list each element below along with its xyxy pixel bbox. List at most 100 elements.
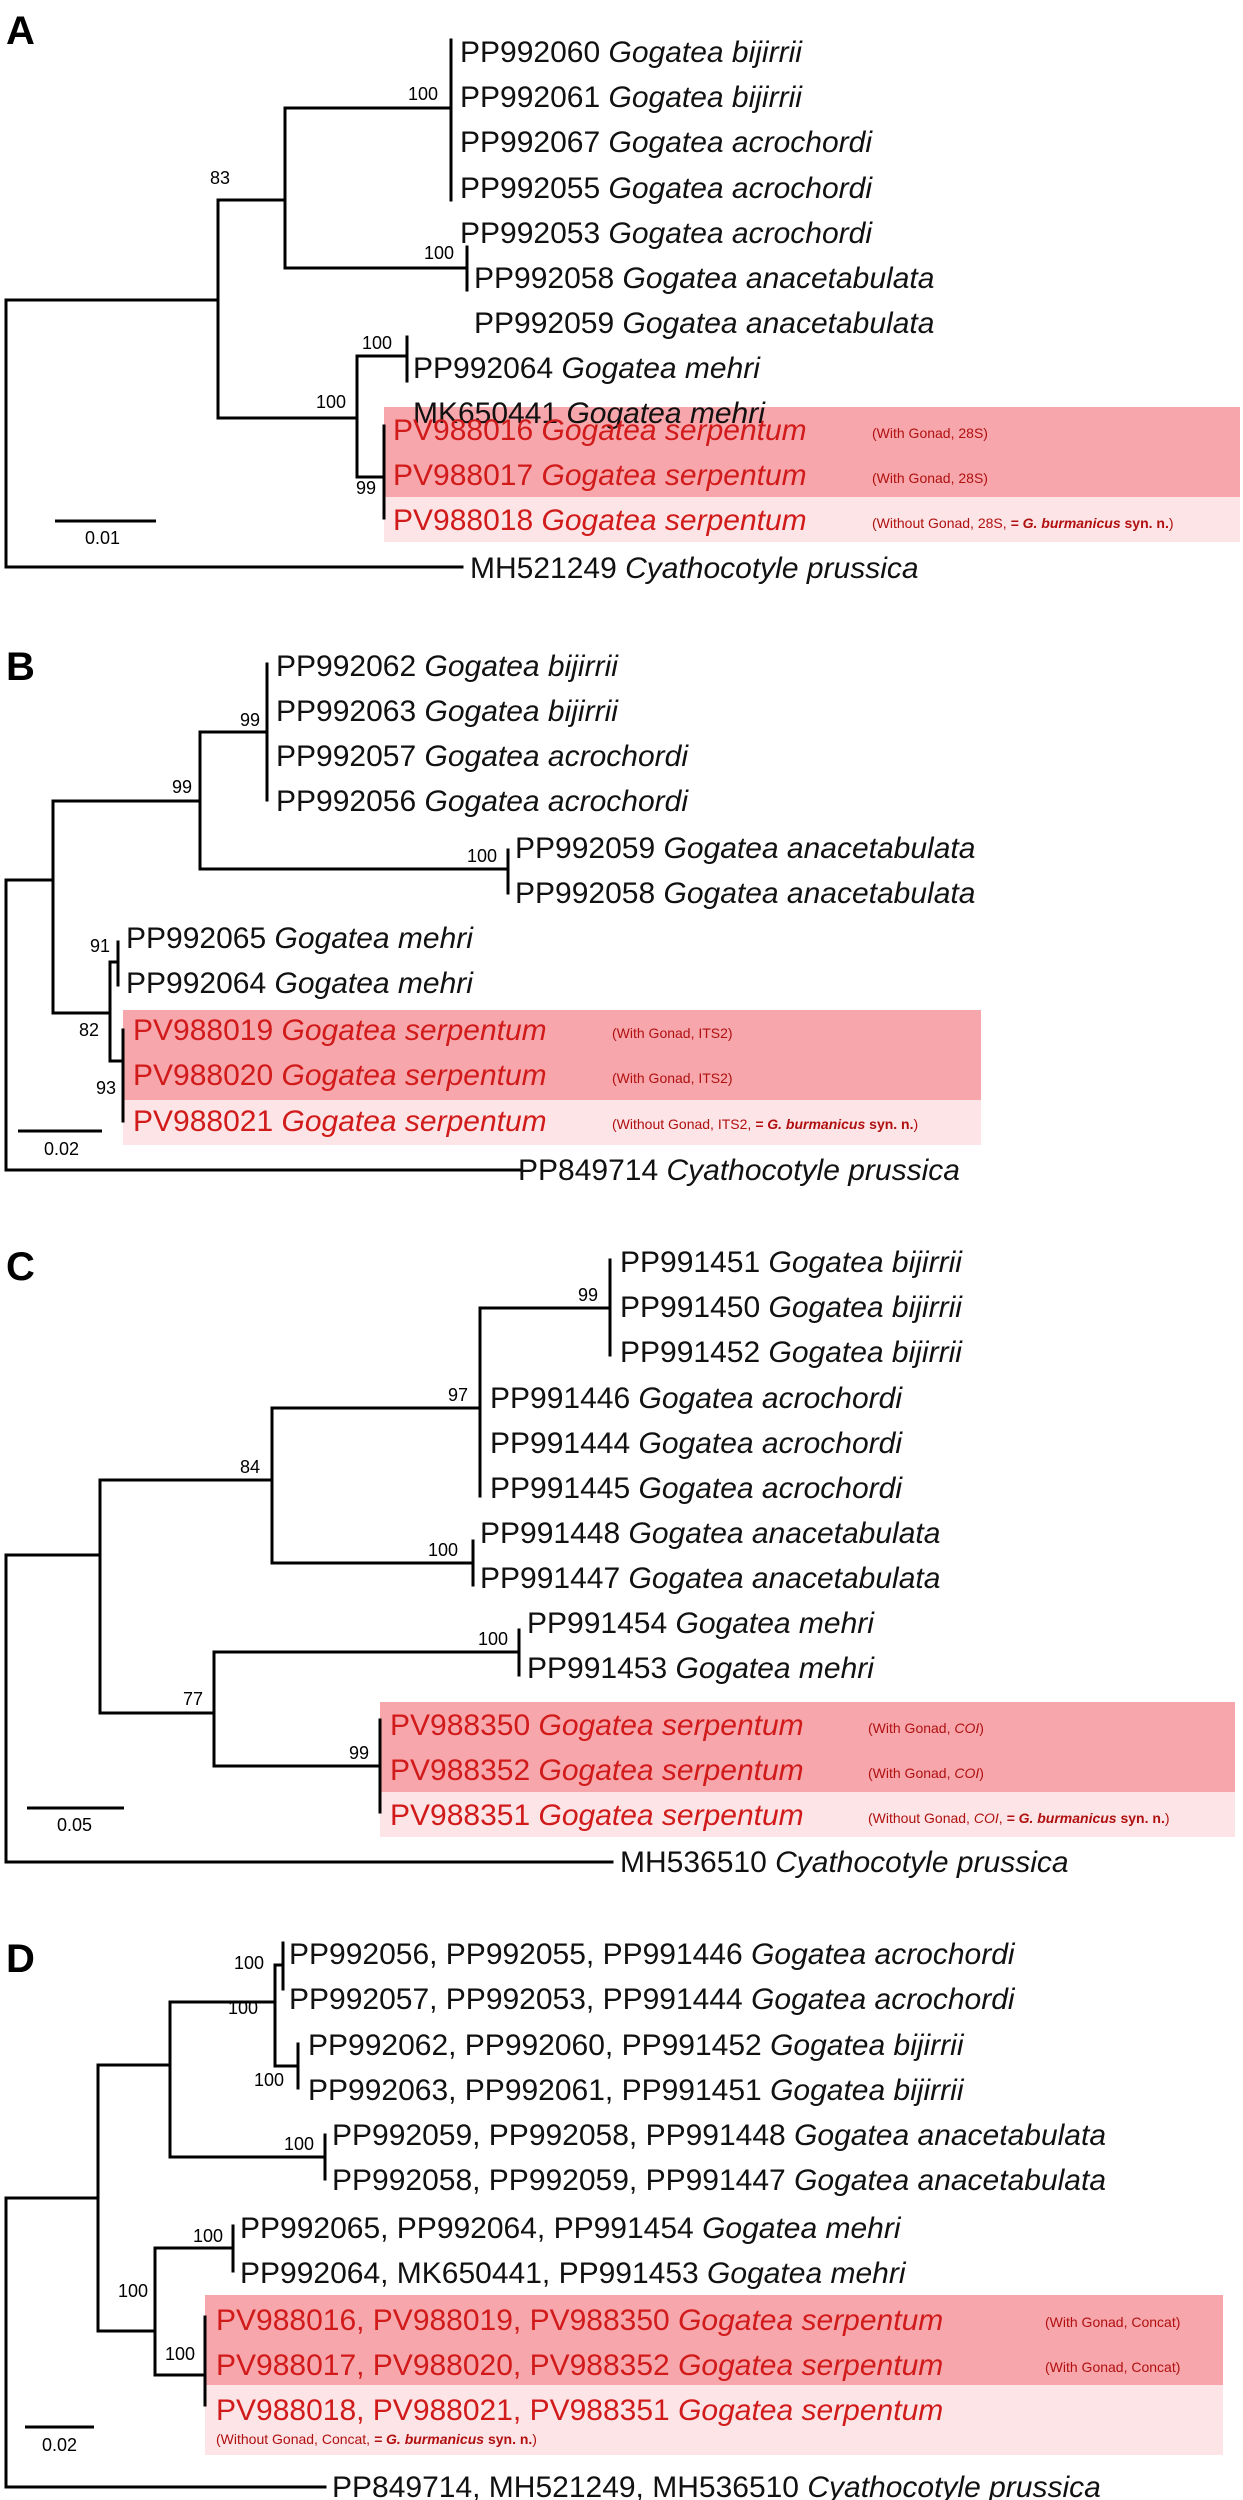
- tip-label: PP992053 Gogatea acrochordi: [460, 217, 873, 250]
- scale-bar-label: 0.02: [44, 1139, 79, 1159]
- panel-d: D 100 100 100: [4, 1937, 1223, 2500]
- support-value: 99: [240, 710, 260, 730]
- support-value: 100: [362, 333, 392, 353]
- tip-label: PP992064, MK650441, PP991453 Gogatea meh…: [240, 2257, 907, 2290]
- support-value: 100: [165, 2344, 195, 2364]
- tip-label: PP991450 Gogatea bijirrii: [620, 1291, 963, 1324]
- support-value: 82: [79, 1020, 99, 1040]
- tip-label-highlighted: PV988350 Gogatea serpentum: [390, 1709, 804, 1742]
- panel-a-label: A: [6, 9, 35, 53]
- support-value: 91: [90, 936, 110, 956]
- panel-c-highlight-without-gonad: [380, 1792, 1235, 1837]
- tip-label: PP992059 Gogatea anacetabulata: [474, 307, 934, 340]
- scale-bar-label: 0.02: [42, 2435, 77, 2455]
- support-value: 100: [193, 2226, 223, 2246]
- tip-label: PP992056 Gogatea acrochordi: [276, 785, 689, 818]
- tip-label: PP992064 Gogatea mehri: [413, 352, 761, 385]
- tip-label: PP849714 Cyathocotyle prussica: [518, 1154, 960, 1187]
- tip-label: PP992065, PP992064, PP991454 Gogatea meh…: [240, 2212, 902, 2245]
- support-value: 100: [284, 2134, 314, 2154]
- tip-label: PP992055 Gogatea acrochordi: [460, 172, 873, 205]
- support-value: 100: [228, 1998, 258, 2018]
- tip-label: MK650441 Gogatea mehri: [413, 397, 766, 430]
- support-value: 99: [578, 1285, 598, 1305]
- tip-label: PP991447 Gogatea anacetabulata: [480, 1562, 940, 1595]
- tip-label: PP991444 Gogatea acrochordi: [490, 1427, 903, 1460]
- tip-note: (With Gonad, Concat): [1045, 2359, 1180, 2375]
- panel-c: C 84 97 99 100 7: [4, 1245, 1235, 1879]
- support-value: 97: [448, 1385, 468, 1405]
- tip-label: PP992067 Gogatea acrochordi: [460, 126, 873, 159]
- tip-label: PP991451 Gogatea bijirrii: [620, 1246, 963, 1279]
- tip-label-highlighted: PV988017 Gogatea serpentum: [393, 459, 807, 492]
- tip-label: PP992062, PP992060, PP991452 Gogatea bij…: [308, 2029, 965, 2062]
- tip-label: PP991448 Gogatea anacetabulata: [480, 1517, 940, 1550]
- panel-b: B 99 99 100 82 91 93: [4, 645, 981, 1187]
- tip-note: (Without Gonad, ITS2, = G. burmanicus sy…: [612, 1116, 918, 1132]
- tip-label-highlighted: PV988020 Gogatea serpentum: [133, 1059, 547, 1092]
- panel-b-scale-bar: 0.02: [18, 1129, 102, 1159]
- tip-label: PP992057, PP992053, PP991444 Gogatea acr…: [289, 1983, 1016, 2016]
- panel-c-support-values: 84 97 99 100 77 100 99: [183, 1285, 598, 1763]
- panel-d-highlight-without-gonad: [205, 2385, 1223, 2455]
- panel-a-highlight-without-gonad: [384, 497, 1240, 542]
- tip-label: MH536510 Cyathocotyle prussica: [620, 1846, 1069, 1879]
- tip-label-highlighted: PV988018, PV988021, PV988351 Gogatea ser…: [216, 2394, 943, 2427]
- support-value: 100: [428, 1540, 458, 1560]
- support-value: 84: [240, 1457, 260, 1477]
- panel-b-highlight-with-gonad: [123, 1010, 981, 1100]
- tip-label: PP992059, PP992058, PP991448 Gogatea ana…: [332, 2119, 1106, 2152]
- tip-label: PP992063, PP992061, PP991451 Gogatea bij…: [308, 2074, 965, 2107]
- tip-label: PP991445 Gogatea acrochordi: [490, 1472, 903, 1505]
- tip-label: PP991454 Gogatea mehri: [527, 1607, 875, 1640]
- tip-note: (With Gonad, Concat): [1045, 2314, 1180, 2330]
- tip-label-highlighted: PV988017, PV988020, PV988352 Gogatea ser…: [216, 2349, 943, 2382]
- tip-note: (Without Gonad, COI, = G. burmanicus syn…: [868, 1810, 1170, 1826]
- support-value: 83: [210, 168, 230, 188]
- panel-b-tip-labels: PP992062 Gogatea bijirrii PP992063 Gogat…: [126, 650, 975, 1187]
- support-value: 99: [349, 1743, 369, 1763]
- tip-label: PP849714, MH521249, MH536510 Cyathocotyl…: [332, 2471, 1101, 2500]
- tip-label: PP992056, PP992055, PP991446 Gogatea acr…: [289, 1938, 1016, 1971]
- tip-label: PP991446 Gogatea acrochordi: [490, 1382, 903, 1415]
- tip-note: (Without Gonad, Concat, = G. burmanicus …: [216, 2431, 537, 2447]
- support-value: 100: [467, 846, 497, 866]
- tip-label: PP992058 Gogatea anacetabulata: [474, 262, 934, 295]
- tip-label: PP991452 Gogatea bijirrii: [620, 1336, 963, 1369]
- tip-note: (With Gonad, 28S): [872, 425, 988, 441]
- tip-label: PP992065 Gogatea mehri: [126, 922, 474, 955]
- support-value: 100: [234, 1953, 264, 1973]
- panel-a-support-values: 83 100 100 100 100 99: [210, 84, 454, 498]
- tip-label-highlighted: PV988018 Gogatea serpentum: [393, 504, 807, 537]
- tip-label: PP992058, PP992059, PP991447 Gogatea ana…: [332, 2164, 1106, 2197]
- support-value: 93: [96, 1078, 116, 1098]
- tip-label: PP992058 Gogatea anacetabulata: [515, 877, 975, 910]
- panel-d-support-values: 100 100 100 100 100 100 100: [118, 1953, 314, 2364]
- panel-d-highlight-with-gonad: [205, 2295, 1223, 2385]
- tip-label: MH521249 Cyathocotyle prussica: [470, 552, 919, 585]
- support-value: 77: [183, 1689, 203, 1709]
- tip-note: (Without Gonad, 28S, = G. burmanicus syn…: [872, 515, 1174, 531]
- tip-label: PP992063 Gogatea bijirrii: [276, 695, 619, 728]
- panel-a-tip-labels: PP992060 Gogatea bijirrii PP992061 Gogat…: [393, 36, 1174, 585]
- scale-bar-label: 0.05: [57, 1815, 92, 1835]
- support-value: 99: [172, 777, 192, 797]
- support-value: 100: [118, 2281, 148, 2301]
- tip-label-highlighted: PV988351 Gogatea serpentum: [390, 1799, 804, 1832]
- panel-b-support-values: 99 99 100 82 91 93: [79, 710, 497, 1098]
- tip-label-highlighted: PV988019 Gogatea serpentum: [133, 1014, 547, 1047]
- scale-bar-label: 0.01: [85, 528, 120, 548]
- panel-a-highlight-with-gonad: [384, 407, 1240, 497]
- panel-b-branches: [4, 662, 522, 1172]
- panel-d-scale-bar: 0.02: [25, 2425, 94, 2455]
- support-value: 100: [316, 392, 346, 412]
- panel-c-highlight-with-gonad: [380, 1702, 1235, 1792]
- tip-note: (With Gonad, 28S): [872, 470, 988, 486]
- tip-label: PP992057 Gogatea acrochordi: [276, 740, 689, 773]
- support-value: 100: [424, 243, 454, 263]
- panel-a: A 83 100 100 100 100 99: [4, 9, 1240, 585]
- panel-b-highlight-without-gonad: [123, 1100, 981, 1145]
- tip-label-highlighted: PV988016 Gogatea serpentum: [393, 414, 807, 447]
